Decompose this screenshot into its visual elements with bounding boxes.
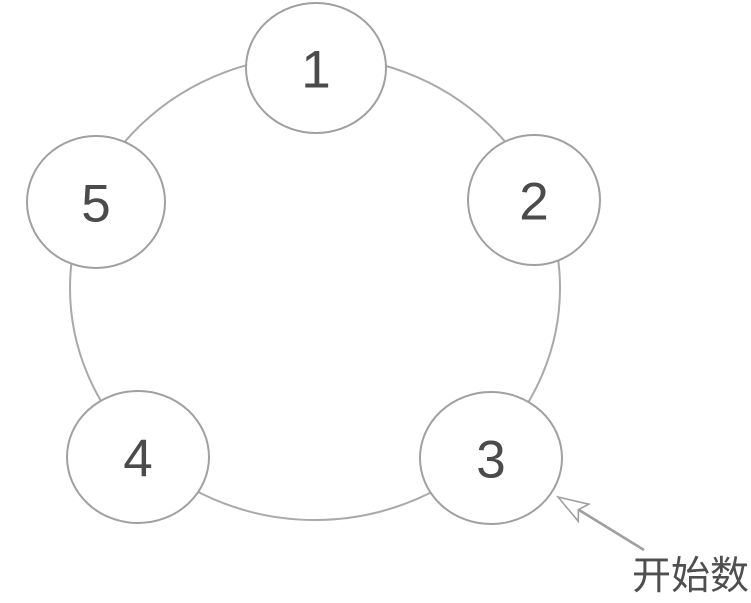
node-label-2: 2	[519, 173, 548, 232]
node-label-3: 3	[476, 431, 505, 490]
node-label-5: 5	[81, 175, 110, 234]
start-arrow	[555, 495, 645, 552]
node-circle-5	[26, 135, 166, 269]
arrow-shaft	[577, 508, 645, 552]
node-circle-3	[419, 391, 563, 525]
nodes-group: 1 2 3 4 5	[26, 2, 601, 525]
arrow-head-icon	[555, 495, 592, 524]
node-label-4: 4	[123, 430, 152, 489]
node-label-1: 1	[301, 41, 330, 100]
annotation-label: 开始数	[632, 555, 749, 598]
node-circle-2	[467, 134, 601, 266]
node-circle-4	[66, 390, 210, 524]
node-circle-1	[245, 2, 387, 134]
